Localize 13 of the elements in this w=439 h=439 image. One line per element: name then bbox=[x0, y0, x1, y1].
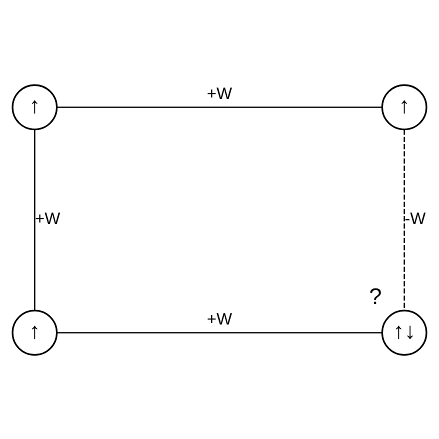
edge-label: -W bbox=[404, 209, 426, 228]
node-circle: ↑↓ bbox=[381, 309, 428, 356]
node-label: ? bbox=[369, 282, 382, 309]
connector bbox=[404, 129, 405, 310]
node-circle: ↑ bbox=[381, 84, 428, 130]
edge-label: +W bbox=[206, 310, 232, 328]
edge-label: +W bbox=[206, 84, 232, 102]
node-circle: ↑ bbox=[12, 84, 58, 130]
edge-label: +W bbox=[34, 209, 60, 228]
connector bbox=[56, 332, 382, 333]
connector bbox=[34, 129, 36, 310]
connector bbox=[56, 106, 382, 108]
node-circle: ↑ bbox=[12, 309, 58, 356]
